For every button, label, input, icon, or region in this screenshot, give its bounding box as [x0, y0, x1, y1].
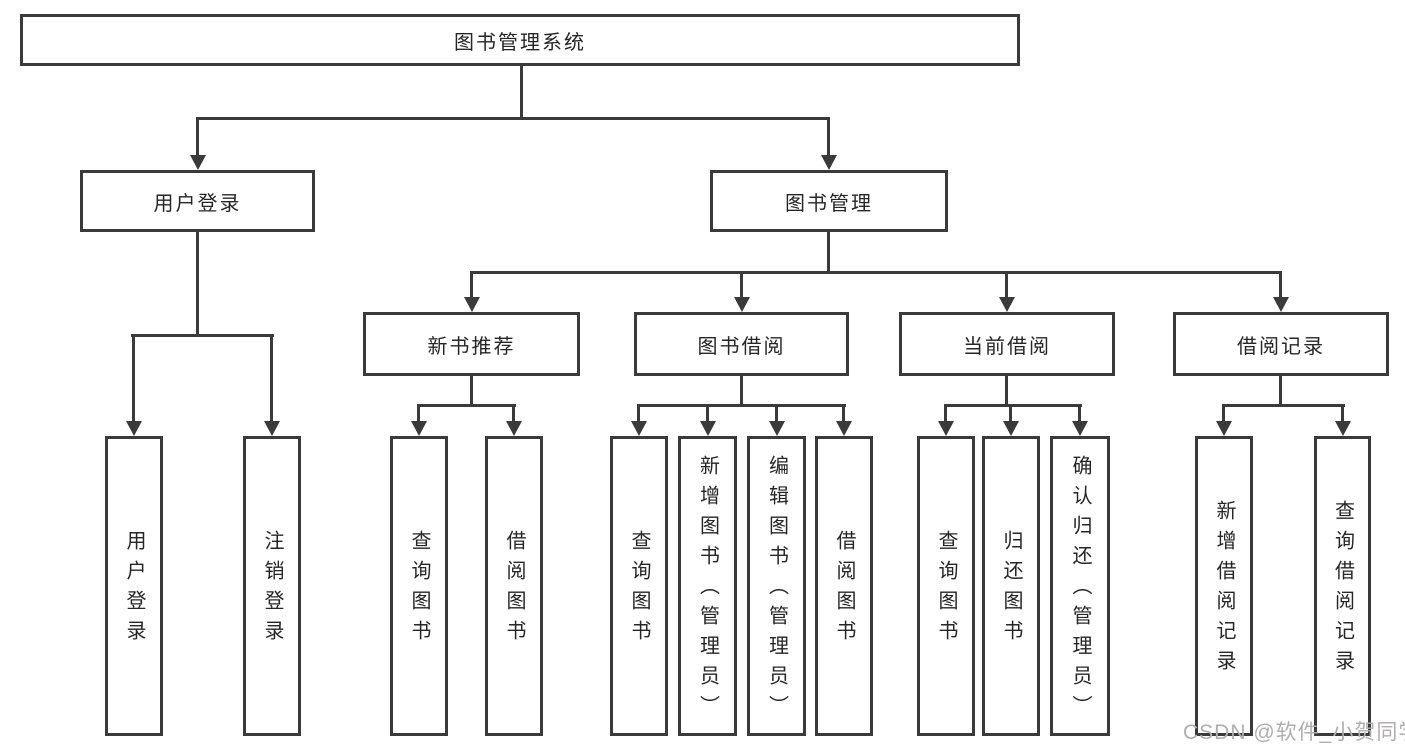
- arrow-down-icon: [998, 271, 1015, 312]
- arrow-down-icon: [699, 404, 716, 436]
- arrow-down-icon: [125, 334, 142, 436]
- connector-line: [196, 117, 830, 120]
- arrow-down-icon: [768, 404, 785, 436]
- arrow-down-icon: [630, 404, 647, 436]
- leaf-add-borrow-record: 新增借阅记录: [1195, 436, 1253, 736]
- arrow-down-icon: [463, 271, 480, 312]
- connector-line: [637, 404, 846, 407]
- arrow-down-icon: [1272, 271, 1289, 312]
- connector-line: [417, 404, 516, 407]
- node-current-borrow: 当前借阅: [899, 312, 1115, 376]
- arrow-down-icon: [1002, 404, 1019, 436]
- connector-line: [1005, 374, 1008, 407]
- connector-line: [740, 374, 743, 407]
- leaf-confirm-return-admin: 确认归还（管理员）: [1050, 436, 1110, 736]
- connector-line: [827, 230, 830, 274]
- connector-line: [1279, 374, 1282, 407]
- connector-line: [131, 334, 274, 337]
- arrow-down-icon: [1071, 404, 1088, 436]
- leaf-add-book-admin: 新增图书（管理员）: [678, 436, 737, 736]
- arrow-down-icon: [937, 404, 954, 436]
- arrow-down-icon: [733, 271, 750, 312]
- connector-line: [520, 66, 523, 120]
- csdn-watermark: CSDN @软件_小贺同学: [1183, 721, 1405, 744]
- leaf-logout: 注销登录: [243, 436, 301, 736]
- arrow-down-icon: [1215, 404, 1232, 436]
- node-book-management: 图书管理: [710, 170, 948, 232]
- arrow-down-icon: [820, 117, 837, 170]
- leaf-edit-book-admin: 编辑图书（管理员）: [747, 436, 806, 736]
- connector-line: [1222, 404, 1345, 407]
- node-new-book-recommend: 新书推荐: [363, 312, 580, 376]
- arrow-down-icon: [505, 404, 522, 436]
- connector-line: [470, 374, 473, 407]
- leaf-borrow-books-recommend: 借阅图书: [485, 436, 543, 736]
- connector-line: [196, 230, 199, 337]
- node-library-system: 图书管理系统: [20, 14, 1020, 66]
- leaf-query-books-current: 查询图书: [917, 436, 975, 736]
- leaf-user-login: 用户登录: [105, 436, 163, 736]
- leaf-return-books: 归还图书: [982, 436, 1040, 736]
- node-book-borrow: 图书借阅: [634, 312, 849, 376]
- arrow-down-icon: [263, 334, 280, 436]
- arrow-down-icon: [835, 404, 852, 436]
- node-user-login: 用户登录: [80, 170, 315, 232]
- leaf-borrow-books: 借阅图书: [815, 436, 873, 736]
- leaf-query-books-recommend: 查询图书: [390, 436, 448, 736]
- connector-line: [944, 404, 1082, 407]
- leaf-query-borrow-record: 查询借阅记录: [1314, 436, 1371, 736]
- arrow-down-icon: [1334, 404, 1351, 436]
- node-borrow-records: 借阅记录: [1173, 312, 1389, 376]
- arrow-down-icon: [189, 117, 206, 170]
- arrow-down-icon: [410, 404, 427, 436]
- leaf-query-books-borrow: 查询图书: [610, 436, 668, 736]
- connector-line: [470, 271, 1282, 274]
